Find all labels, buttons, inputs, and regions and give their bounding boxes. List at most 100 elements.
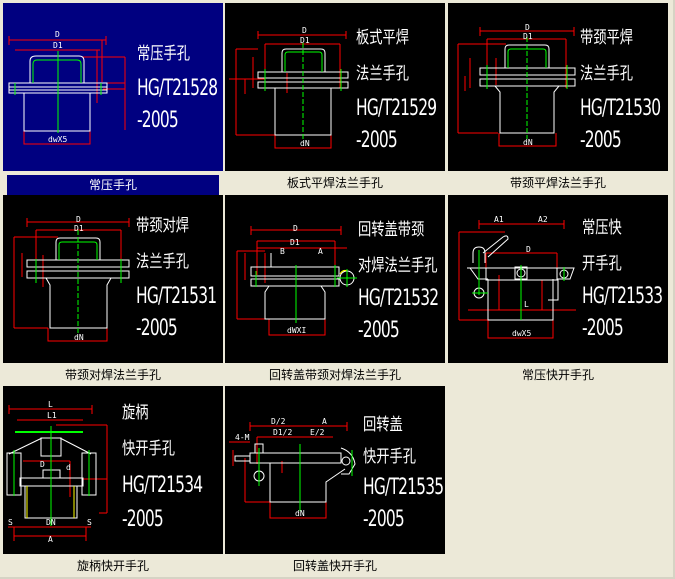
handle-inner: [32, 59, 82, 83]
dim-label-top: D: [302, 26, 307, 35]
tile-caption[interactable]: 带颈对焊法兰手孔: [64, 368, 161, 382]
standard-year: -2005: [122, 507, 164, 532]
tile-hg-t21529[interactable]: D D1 dN 板式平焊 法兰手孔 HG/T21529 -2005 板式平焊法兰…: [225, 3, 445, 193]
drawing: A1 A2 D L dwX5: [458, 215, 576, 339]
standard-year: -2005: [363, 507, 405, 532]
dim-label-4m: 4-M: [235, 433, 250, 442]
dim-label-a: A: [322, 417, 327, 426]
dim-label-second: D1: [290, 238, 300, 247]
dim-label-top: D: [76, 215, 81, 224]
tile-caption[interactable]: 旋柄快开手孔: [76, 559, 149, 573]
tile-hg-t21530[interactable]: D D1 dN 带颈平焊 法兰手孔 HG/T21530 -2005 带颈平焊法兰…: [448, 3, 668, 193]
tile-caption[interactable]: 常压手孔: [7, 175, 219, 195]
dim-label-d1-2: D1/2: [273, 428, 292, 437]
thumbnail-image[interactable]: L L1 DN S S A D d 旋柄 快开手孔 HG/T21534 -200…: [3, 386, 223, 554]
thumbnail-image[interactable]: D D1 dN 板式平焊 法兰手孔 HG/T21529 -2005: [225, 3, 445, 171]
tile-hg-t21531[interactable]: D D1 dN 带颈对焊 法兰手孔 HG/T21531 -2005 带颈对焊法兰…: [3, 195, 223, 385]
thumbnail-image[interactable]: D D1 dwX5 常压手孔 HG/T21528 -2005: [3, 3, 223, 171]
tile-caption[interactable]: 带颈平焊法兰手孔: [509, 176, 606, 190]
standard-code: HG/T21528: [137, 76, 218, 101]
dim-label-seg-b: B: [280, 247, 285, 256]
center-line: [14, 51, 102, 133]
dim-label-top: L: [48, 400, 53, 409]
tile-caption[interactable]: 常压快开手孔: [521, 368, 594, 382]
thumbnail-image[interactable]: D/2 A D1/2 E/2 4-M dN 回转盖 快开手孔 HG/T21535…: [225, 386, 445, 554]
dim-label-bottom: dWXI: [287, 326, 306, 335]
standard-name-line-1: 旋柄: [122, 403, 149, 423]
standard-name-line-2: 法兰手孔: [580, 64, 634, 84]
standard-name-line-1: 回转盖带颈: [358, 220, 425, 240]
dim-label-second: L1: [47, 411, 57, 420]
drawing: D D1 dwX5: [8, 30, 126, 145]
dim-label-bottom: dN: [300, 139, 310, 148]
standard-year: -2005: [356, 128, 398, 153]
standard-code: HG/T21529: [356, 96, 437, 121]
standard-year: -2005: [137, 108, 179, 133]
thumbnail-image[interactable]: D D1 B A dWXI 回转盖带颈 对焊法兰手孔 HG/T21532 -20…: [225, 195, 445, 363]
dim-label-l: L: [524, 300, 529, 309]
dim-label-a1: A1: [494, 215, 504, 224]
standard-code: HG/T21535: [363, 475, 444, 500]
dim-label-bottom: dN: [523, 138, 533, 147]
dim-label-e2: E/2: [310, 428, 325, 437]
standard-code: HG/T21533: [582, 284, 663, 309]
thumbnail-image[interactable]: D D1 dN 带颈对焊 法兰手孔 HG/T21531 -2005: [3, 195, 223, 363]
standard-name-line-2: 对焊法兰手孔: [358, 256, 438, 276]
dim-label-bottom: A: [48, 535, 53, 544]
tile-hg-t21533[interactable]: A1 A2 D L dwX5 常压快 开手孔 HG/T21533 -2005 常…: [448, 195, 668, 385]
tile-caption[interactable]: 板式平焊法兰手孔: [286, 176, 383, 190]
dim-line-d: [8, 36, 107, 45]
thumbnail-image[interactable]: A1 A2 D L dwX5 常压快 开手孔 HG/T21533 -2005: [448, 195, 668, 363]
dim-label-seg-a: A: [318, 247, 323, 256]
dim-label-second: D: [526, 245, 531, 254]
dim-label-a2: A2: [538, 215, 548, 224]
dim-label-bottom: dN: [295, 509, 305, 518]
drawing: L L1 DN S S A D d: [6, 400, 108, 544]
standard-name-line-1: 板式平焊: [356, 28, 410, 48]
dim-line-h: [83, 56, 126, 130]
standard-year: -2005: [582, 316, 624, 341]
drawing: D D1 B A dWXI: [236, 224, 357, 336]
tile-hg-t21535[interactable]: D/2 A D1/2 E/2 4-M dN 回转盖 快开手孔 HG/T21535…: [225, 386, 445, 576]
standard-name-line-1: 常压手孔: [137, 44, 191, 64]
dim-label-top: D: [525, 23, 530, 32]
tile-hg-t21534[interactable]: L L1 DN S S A D d 旋柄 快开手孔 HG/T21534 -200…: [3, 386, 223, 576]
standard-code: HG/T21532: [358, 286, 439, 311]
dim-label-top: D: [293, 224, 298, 233]
neck: [23, 92, 91, 132]
tile-caption[interactable]: 回转盖快开手孔: [292, 559, 377, 573]
dim-label-inner-d: D: [40, 460, 45, 469]
dim-label-second: D1: [53, 41, 63, 50]
dim-label-dn: DN: [46, 518, 56, 527]
dim-label-inner-small-d: d: [66, 463, 71, 472]
drawing: D D1 dN: [13, 215, 130, 342]
thumbnail-image[interactable]: D D1 dN 带颈平焊 法兰手孔 HG/T21530 -2005: [448, 3, 668, 171]
standard-year: -2005: [358, 318, 400, 343]
tile-caption[interactable]: 回转盖带颈对焊法兰手孔: [268, 368, 401, 382]
standard-name-line-2: 快开手孔: [122, 439, 176, 459]
dim-label-s-right: S: [87, 518, 92, 527]
standard-code: HG/T21534: [122, 473, 203, 498]
drawing: D D1 dN: [229, 26, 349, 149]
standard-name-line-1: 带颈对焊: [136, 216, 190, 236]
dim-label-second: D1: [74, 224, 84, 233]
standard-year: -2005: [580, 128, 622, 153]
tile-hg-t21528[interactable]: D D1 dwX5 常压手孔 HG/T21528 -2005 常压手孔: [3, 3, 223, 195]
tile-hg-t21532[interactable]: D D1 B A dWXI 回转盖带颈 对焊法兰手孔 HG/T21532 -20…: [225, 195, 445, 385]
dim-label-bottom: dN: [74, 333, 84, 342]
standard-code: HG/T21530: [580, 96, 661, 121]
standard-name-line-1: 回转盖: [363, 415, 403, 435]
standard-name-line-2: 快开手孔: [363, 447, 417, 467]
dim-label-d2: D/2: [271, 417, 286, 426]
standard-name-line-1: 常压快: [582, 218, 622, 238]
drawing: D D1 dN: [457, 23, 576, 147]
standard-year: -2005: [136, 316, 178, 341]
dim-label-bottom: dwX5: [512, 329, 531, 338]
standard-name-line-2: 法兰手孔: [356, 64, 410, 84]
dim-label-bottom: dwX5: [48, 135, 67, 144]
dim-label-s-left: S: [8, 518, 13, 527]
standard-name-line-2: 开手孔: [582, 254, 622, 274]
standard-name-line-2: 法兰手孔: [136, 252, 190, 272]
dim-line-dw: [23, 130, 91, 145]
